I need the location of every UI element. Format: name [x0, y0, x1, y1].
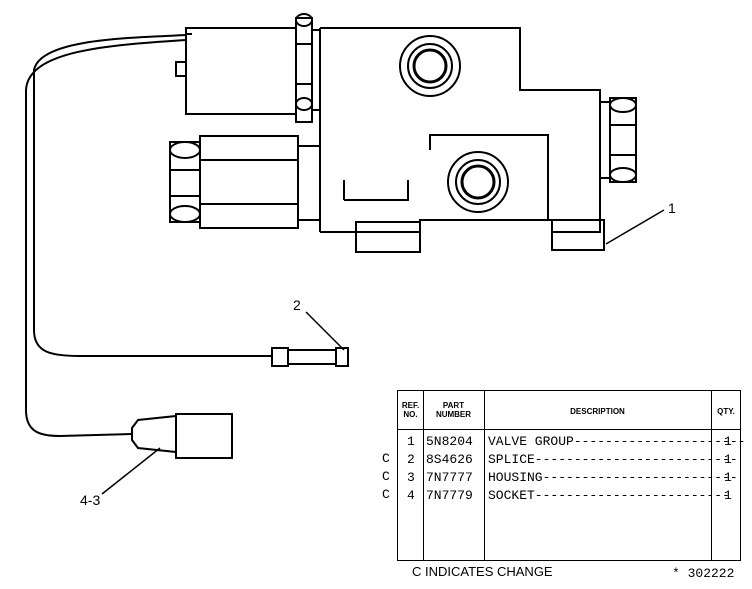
socket-housing	[131, 413, 233, 459]
change-mark-row-3: C	[382, 469, 390, 484]
drawing-number: * 302222	[672, 566, 735, 581]
solenoid	[175, 13, 321, 123]
table-row: 4 7N7779 SOCKET-------------------------…	[407, 488, 732, 503]
callout-1: 1	[668, 200, 676, 216]
table-row: 1 5N8204 VALVE GROUP--------------------…	[407, 434, 746, 449]
leader-4-3	[101, 447, 161, 495]
leader-1	[605, 209, 665, 245]
callout-2: 2	[293, 297, 301, 313]
table-row: 2 8S4626 SPLICE-------------------------…	[407, 452, 738, 467]
valve-body	[319, 27, 605, 253]
header-qty: QTY.	[717, 407, 735, 416]
header-ref-no: REF.NO.	[401, 401, 420, 419]
right-plug	[599, 97, 637, 183]
change-mark-row-2: C	[382, 451, 390, 466]
wire-lower	[25, 39, 187, 438]
wire-harness	[33, 34, 272, 357]
splice	[271, 347, 349, 367]
header-description: DESCRIPTION	[570, 407, 625, 416]
change-footnote: C INDICATES CHANGE	[412, 564, 553, 579]
callout-4-3: 4-3	[80, 492, 101, 508]
table-row: 3 7N7777 HOUSING------------------------…	[407, 470, 738, 485]
leader-2	[305, 311, 345, 351]
change-mark-row-4: C	[382, 487, 390, 502]
left-fitting	[169, 135, 321, 229]
